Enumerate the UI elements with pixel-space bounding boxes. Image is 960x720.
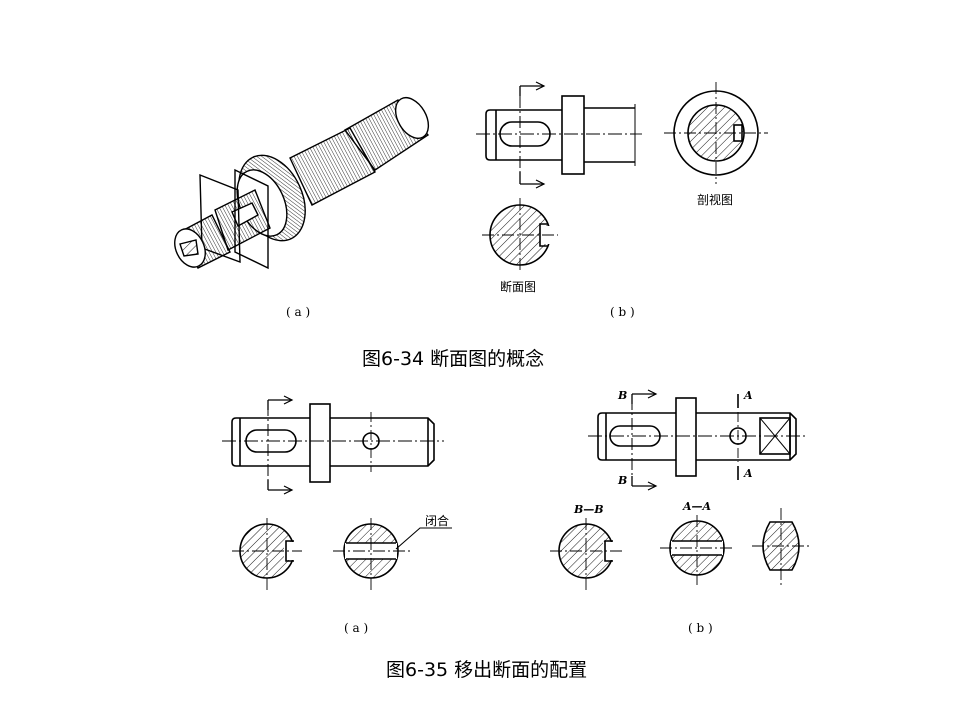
cross-section-BB bbox=[550, 518, 622, 590]
label-closed: 闭合 bbox=[425, 514, 450, 528]
label-cross-section: 断面图 bbox=[500, 280, 537, 294]
subfigure-label-a-634: ( a ) bbox=[286, 305, 311, 319]
shaft-front-view-635a bbox=[222, 395, 444, 495]
subfigure-label-a-635: ( a ) bbox=[344, 621, 369, 635]
cut-mark-B-top: B bbox=[618, 389, 628, 402]
cross-section-AA bbox=[660, 515, 734, 585]
figure-6-35-caption: 图6-35 移出断面的配置 bbox=[386, 659, 588, 681]
cut-mark-A-bottom: A bbox=[744, 467, 753, 480]
figure-6-34-caption: 图6-34 断面图的概念 bbox=[362, 348, 545, 370]
shaft-3d-illustration bbox=[174, 97, 430, 270]
shaft-front-view bbox=[476, 81, 642, 189]
subfigure-label-b-635: ( b ) bbox=[688, 621, 713, 635]
section-view-circle bbox=[664, 82, 768, 184]
cut-mark-A-top: A bbox=[744, 389, 753, 402]
label-section-view: 剖视图 bbox=[697, 193, 734, 207]
shaft-front-view-635b bbox=[588, 389, 808, 491]
cut-mark-B-bottom: B bbox=[618, 474, 628, 487]
section-title-AA: A—A bbox=[683, 500, 712, 513]
cross-section-hole-635a bbox=[333, 518, 452, 590]
cross-section-keyway-635a bbox=[232, 518, 302, 590]
cross-section-circle-634 bbox=[482, 198, 558, 272]
subfigure-label-b-634: ( b ) bbox=[610, 305, 635, 319]
section-title-BB: B—B bbox=[574, 503, 604, 516]
cross-section-square bbox=[752, 508, 810, 586]
